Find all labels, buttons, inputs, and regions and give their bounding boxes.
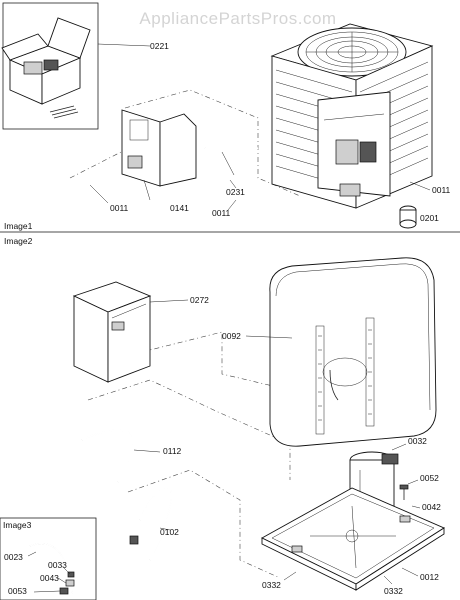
access-panel-0141: [121, 109, 197, 187]
tube-0102: [129, 488, 173, 561]
label-0011-c: 0011: [432, 185, 451, 195]
assembly-path-2: [77, 299, 291, 391]
label-0112: 0112: [163, 446, 182, 456]
label-0043: 0043: [40, 573, 59, 583]
label-0012: 0012: [420, 572, 439, 582]
base-pan-0012: [261, 487, 445, 591]
control-box-0272: [72, 281, 152, 383]
label-0033: 0033: [48, 560, 67, 570]
label-0042: 0042: [422, 502, 441, 512]
label-0102: 0102: [160, 527, 179, 537]
tube-0231: [204, 147, 259, 176]
label-0231: 0231: [226, 187, 245, 197]
section-label-image3: Image3: [3, 520, 32, 530]
image3-inset: [0, 517, 97, 600]
label-0032: 0032: [408, 436, 427, 446]
label-0011-b: 0011: [212, 208, 231, 218]
label-0053: 0053: [8, 586, 27, 596]
label-0023: 0023: [4, 552, 23, 562]
section-label-image2: Image2: [4, 236, 33, 246]
watermark-text: AppliancePartsPros.com: [139, 9, 336, 28]
screw-0052: [399, 484, 409, 500]
label-0221: 0221: [150, 41, 169, 51]
section-label-image1: Image1: [4, 221, 33, 231]
label-0201: 0201: [420, 213, 439, 223]
label-0332-a: 0332: [262, 580, 281, 590]
label-0092: 0092: [222, 331, 241, 341]
label-0011-a: 0011: [110, 203, 129, 213]
label-0272: 0272: [190, 295, 209, 305]
label-0332-b: 0332: [384, 586, 403, 596]
condenser-unit: [270, 23, 434, 209]
label-0052: 0052: [420, 473, 439, 483]
tube-0112: [81, 429, 161, 483]
label-0141: 0141: [170, 203, 189, 213]
filter-drier-0201: [399, 205, 417, 229]
coil-shell-0092: [269, 257, 437, 447]
kit-box-inset: [1, 2, 99, 130]
